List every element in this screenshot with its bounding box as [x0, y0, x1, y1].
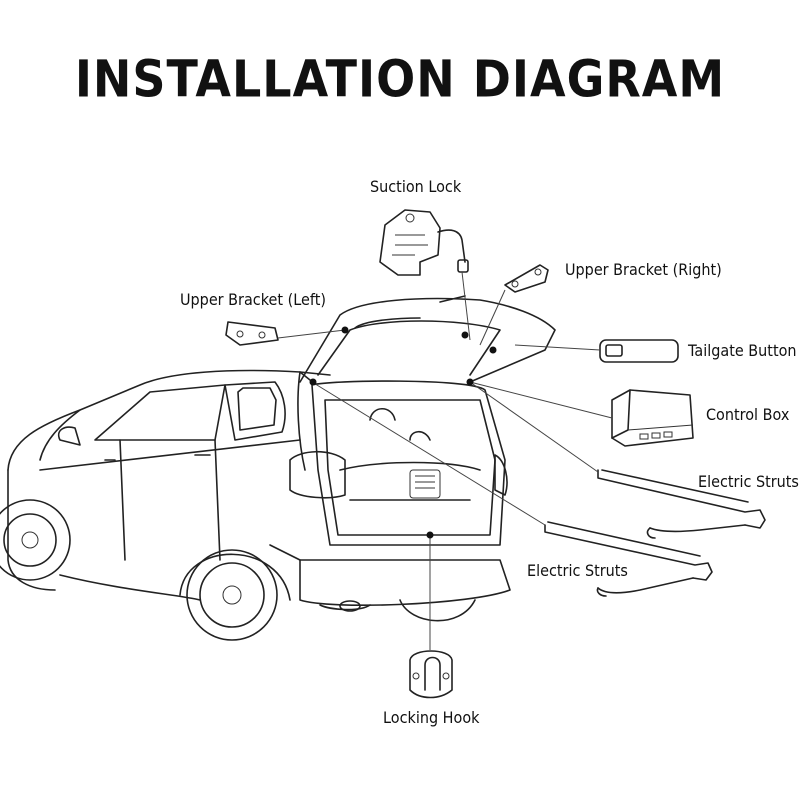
car-illustration	[0, 295, 556, 641]
suction-lock-part	[379, 209, 469, 276]
upper-bracket-left-part	[225, 321, 279, 346]
upper-bracket-right-part	[504, 264, 549, 293]
electric-strut-lower-part	[544, 521, 713, 597]
label-electric-struts-bottom: Electric Struts	[527, 561, 628, 580]
control-box-part	[611, 389, 694, 447]
connection-dots	[309, 326, 497, 539]
label-tailgate-button: Tailgate Button	[688, 341, 797, 360]
tailgate-button-part	[599, 339, 679, 363]
locking-hook-part	[409, 650, 453, 699]
label-upper-bracket-left: Upper Bracket (Left)	[180, 290, 326, 309]
electric-strut-upper-part	[597, 469, 766, 539]
label-electric-struts-right: Electric Struts	[698, 472, 799, 491]
leader-lines	[277, 271, 613, 650]
label-suction-lock: Suction Lock	[370, 177, 462, 196]
label-control-box: Control Box	[706, 405, 790, 424]
label-upper-bracket-right: Upper Bracket (Right)	[565, 260, 722, 279]
label-locking-hook: Locking Hook	[383, 708, 480, 727]
diagram-title: INSTALLATION DIAGRAM	[74, 49, 726, 109]
